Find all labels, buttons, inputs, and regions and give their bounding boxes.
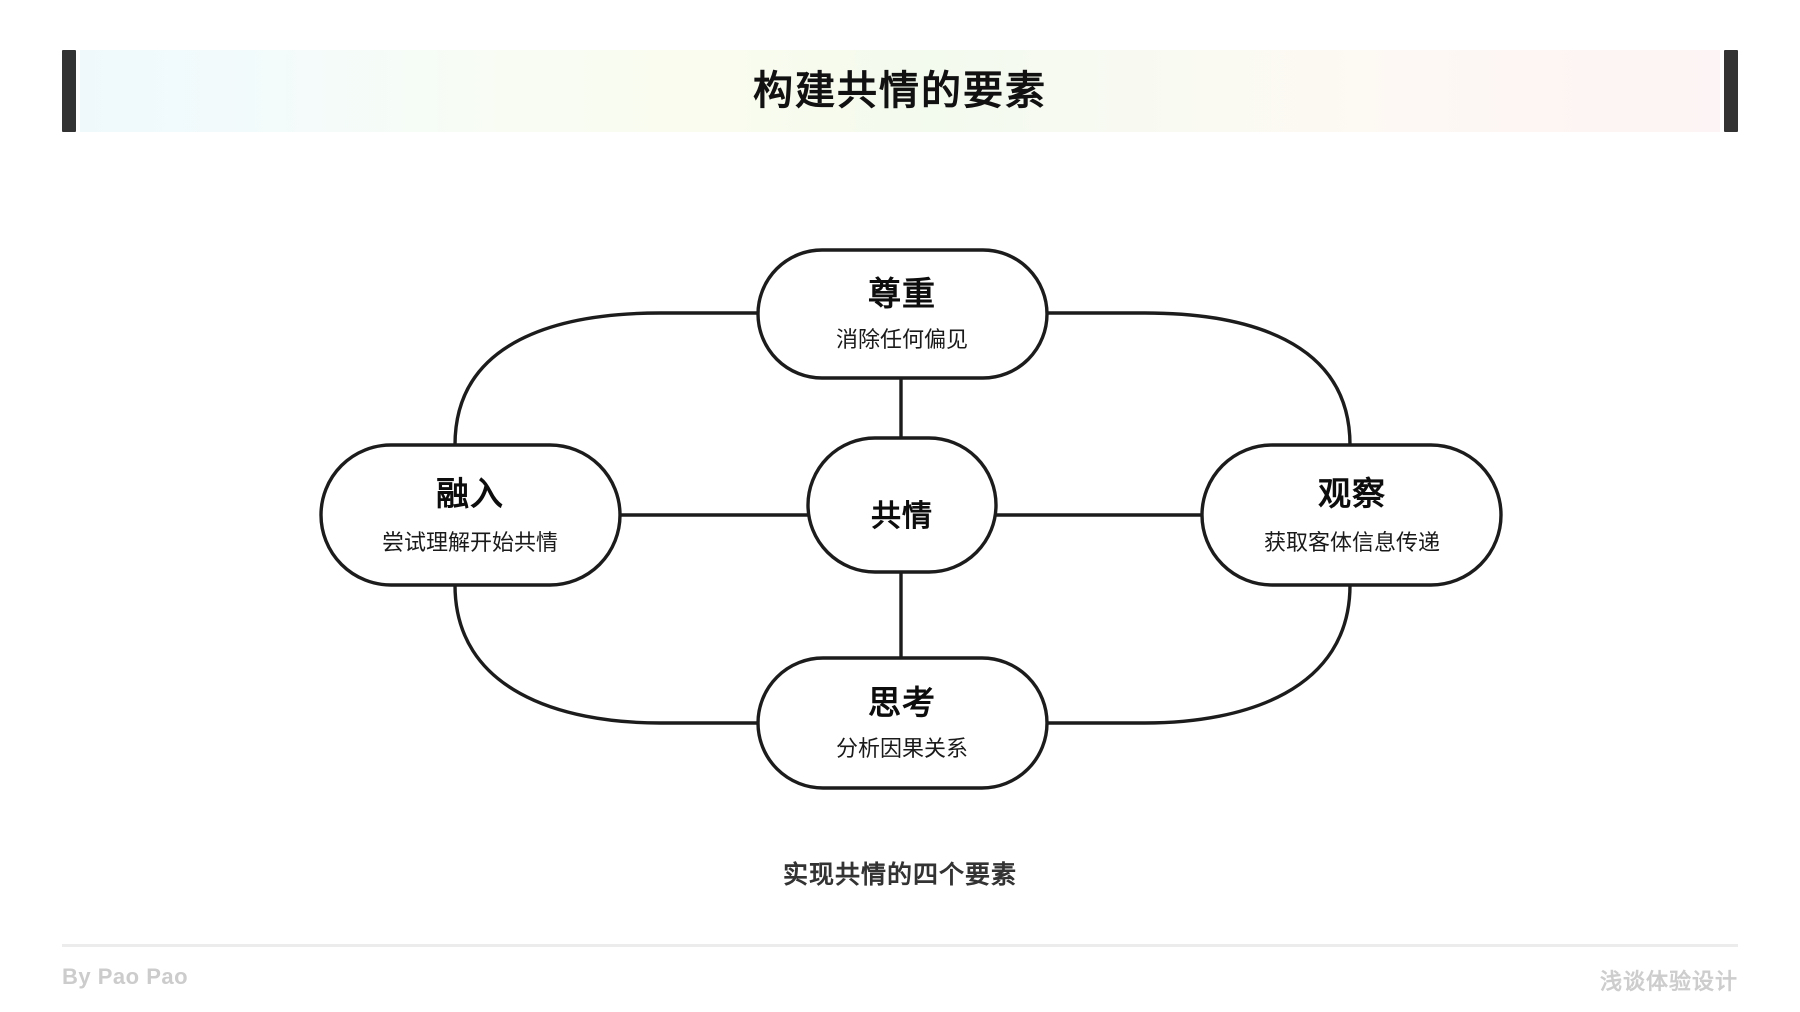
footer-divider	[62, 944, 1738, 947]
node-top-subtitle: 消除任何偏见	[836, 327, 968, 352]
header-left-accent-bar	[62, 50, 76, 132]
node-left-shape	[319, 443, 622, 587]
node-right[interactable]: 观察 获取客体信息传递	[1200, 443, 1503, 587]
node-left[interactable]: 融入 尝试理解开始共情	[319, 443, 622, 587]
node-top-shape	[756, 248, 1049, 380]
node-center-shape	[806, 436, 998, 574]
node-center[interactable]: 共情	[806, 436, 998, 574]
node-top-title: 尊重	[868, 275, 936, 312]
outer-ring-connectors	[453, 311, 1352, 725]
connector-left-to-top	[453, 311, 758, 446]
diagram-caption: 实现共情的四个要素	[782, 861, 1017, 889]
footer-author: By Pao Pao	[62, 964, 189, 989]
node-bottom[interactable]: 思考 分析因果关系	[756, 656, 1049, 790]
center-spoke-connectors	[620, 378, 1202, 658]
header-right-accent-bar	[1724, 50, 1738, 132]
node-bottom-shape	[756, 656, 1049, 790]
connector-right-to-bottom	[1047, 584, 1352, 725]
node-right-title: 观察	[1318, 475, 1386, 512]
empathy-diagram: 尊重 消除任何偏见 融入 尝试理解开始共情 共情 观察 获取客体信息传递 思考 …	[0, 160, 1800, 840]
footer: By Pao Pao 浅谈体验设计	[62, 944, 1738, 1004]
node-right-shape	[1200, 443, 1503, 587]
header-gradient-background	[80, 50, 1720, 132]
connector-top-to-right	[1047, 311, 1352, 446]
page-title: 构建共情的要素	[753, 69, 1047, 113]
node-bottom-subtitle: 分析因果关系	[836, 736, 968, 761]
connector-bottom-to-left	[453, 584, 758, 725]
footer-series-label: 浅谈体验设计	[1599, 969, 1738, 994]
node-left-subtitle: 尝试理解开始共情	[382, 530, 558, 555]
node-top[interactable]: 尊重 消除任何偏见	[756, 248, 1049, 380]
node-bottom-title: 思考	[868, 684, 936, 721]
node-center-title: 共情	[871, 500, 933, 533]
node-left-title: 融入	[436, 475, 504, 512]
header-banner: 构建共情的要素	[0, 0, 1800, 150]
node-right-subtitle: 获取客体信息传递	[1264, 530, 1440, 555]
